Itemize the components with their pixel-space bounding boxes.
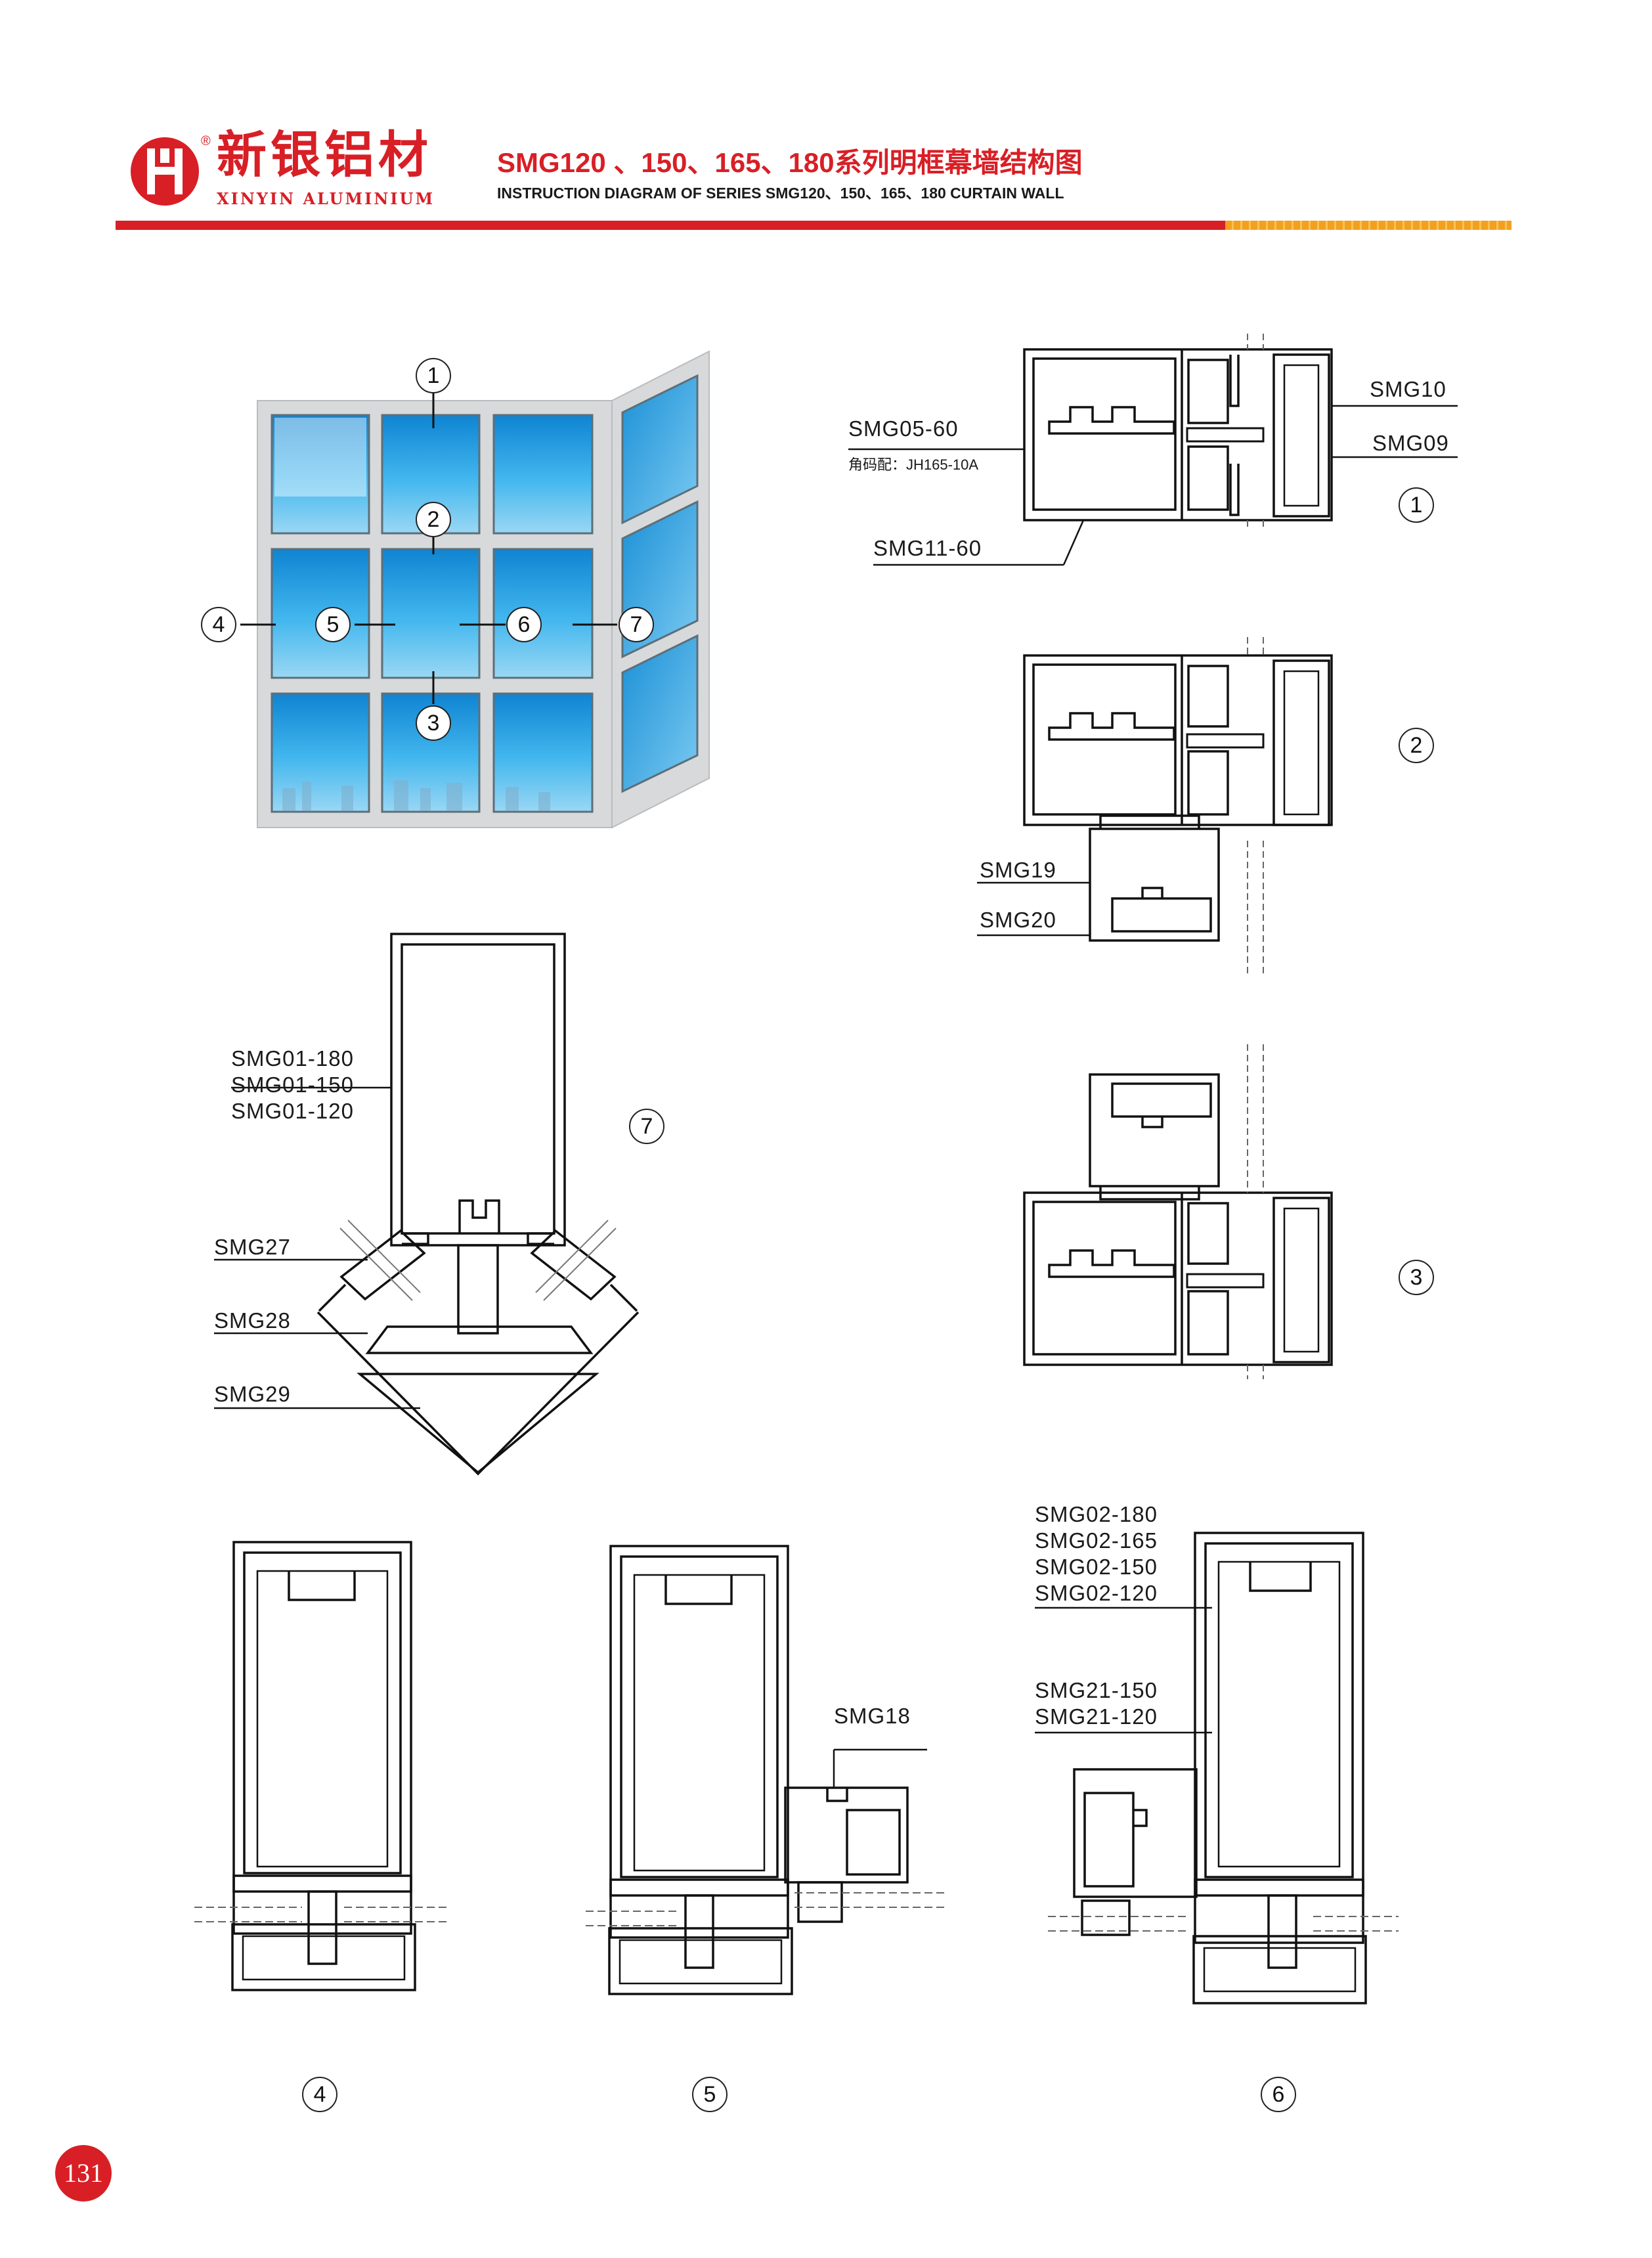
detail-number-7: 7 (629, 1109, 664, 1144)
label-smg09: SMG09 (1372, 431, 1449, 455)
curtain-wall-overview (240, 350, 710, 829)
detail-number-5: 5 (692, 2077, 728, 2112)
label-smg02-120: SMG02-120 (1035, 1581, 1158, 1605)
detail-number-3: 3 (1399, 1260, 1434, 1295)
label-smg19: SMG19 (980, 858, 1056, 882)
label-smg02-180: SMG02-180 (1035, 1502, 1158, 1526)
label-smg01-120: SMG01-120 (231, 1099, 354, 1123)
marker-7: 7 (619, 607, 654, 642)
section-detail-7 (214, 933, 640, 1476)
label-smg01-180: SMG01-180 (231, 1046, 354, 1071)
label-smg02-150: SMG02-150 (1035, 1555, 1158, 1579)
header-rule (116, 221, 1225, 230)
section-detail-5 (586, 1545, 946, 1995)
marker-2: 2 (416, 502, 451, 537)
detail-number-1: 1 (1399, 487, 1434, 523)
marker-5: 5 (315, 607, 351, 642)
page-title-cn: SMG120 、150、165、180系列明框幕墙结构图 (497, 147, 1083, 178)
label-smg21-120: SMG21-120 (1035, 1704, 1158, 1729)
brand-name-en: XINYIN ALUMINIUM (217, 189, 435, 208)
label-smg29: SMG29 (214, 1382, 291, 1406)
section-detail-4 (194, 1541, 450, 1991)
header-rule-accent (1225, 221, 1511, 230)
marker-3: 3 (416, 705, 451, 741)
registered-mark: ® (201, 134, 211, 148)
section-detail-2 (977, 637, 1333, 976)
detail-number-6: 6 (1261, 2077, 1296, 2112)
brand-name-cn: 新银铝材 (217, 125, 432, 184)
label-smg11-60: SMG11-60 (873, 536, 982, 560)
label-stack-smg01: SMG01-180 SMG01-150 SMG01-120 (231, 1046, 354, 1124)
label-smg21-150: SMG21-150 (1035, 1678, 1158, 1702)
page-title-en: INSTRUCTION DIAGRAM OF SERIES SMG120、150… (497, 185, 1064, 202)
detail-number-4: 4 (302, 2077, 337, 2112)
label-smg05-60: SMG05-60 (848, 416, 959, 441)
label-smg01-150: SMG01-150 (231, 1073, 354, 1097)
section-detail-1 (848, 334, 1458, 566)
label-stack-smg02: SMG02-180 SMG02-165 SMG02-150 SMG02-120 (1035, 1501, 1158, 1606)
label-smg10: SMG10 (1370, 377, 1446, 401)
label-smg18: SMG18 (834, 1704, 911, 1728)
label-smg28: SMG28 (214, 1308, 291, 1333)
brand-logo-icon (131, 137, 199, 206)
marker-1: 1 (416, 358, 451, 393)
marker-6: 6 (506, 607, 542, 642)
section-detail-3 (1023, 1044, 1333, 1379)
label-corner-code: 角码配：JH165-10A (848, 456, 979, 473)
label-smg02-165: SMG02-165 (1035, 1528, 1158, 1553)
label-smg27: SMG27 (214, 1235, 291, 1259)
page-number: 131 (55, 2145, 112, 2202)
label-stack-smg21: SMG21-150 SMG21-120 (1035, 1677, 1158, 1730)
marker-4: 4 (201, 607, 236, 642)
section-detail-6 (1035, 1532, 1399, 2004)
label-smg20: SMG20 (980, 908, 1056, 932)
detail-number-2: 2 (1399, 728, 1434, 763)
